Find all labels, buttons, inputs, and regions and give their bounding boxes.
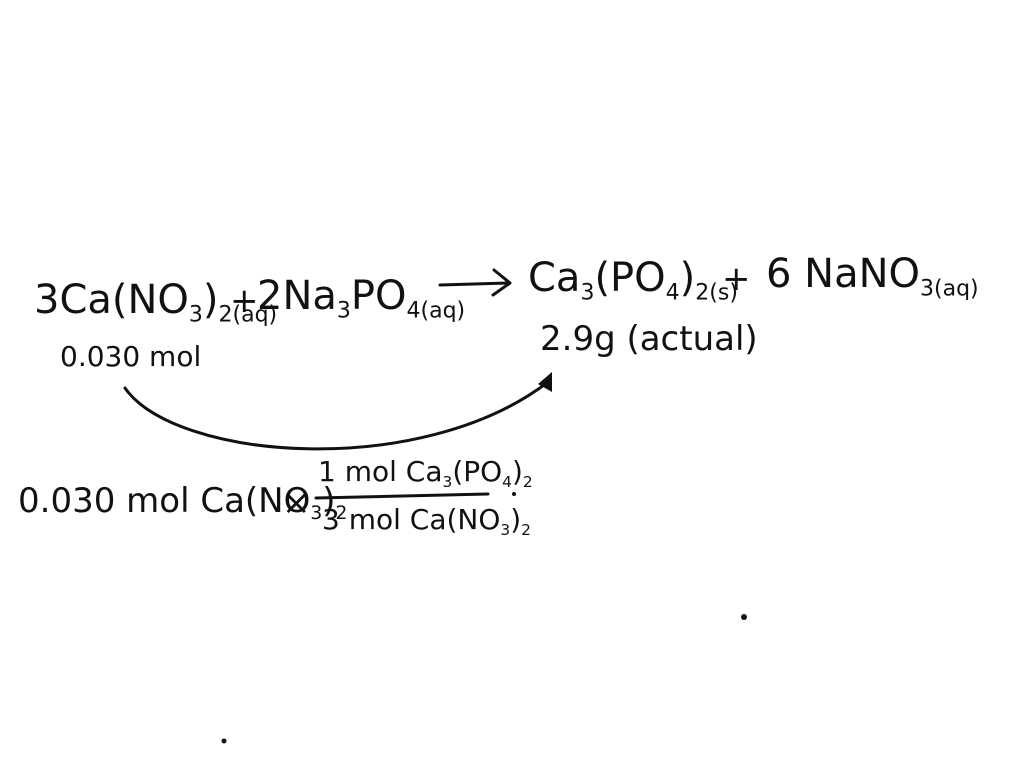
formula: Ca(NO — [200, 481, 311, 521]
subscript: 3 — [920, 276, 935, 302]
formula-part: PO — [350, 273, 407, 319]
plus-sign: + — [722, 259, 751, 299]
bracket: ) — [322, 481, 336, 521]
product-calcium-phosphate: Ca3(PO4)2(s) — [528, 258, 738, 304]
subscript: 3 — [442, 472, 453, 491]
coefficient: 6 — [766, 251, 792, 297]
bracket: ) — [202, 277, 219, 323]
reactant-calcium-nitrate: 3Ca(NO3)2(aq) — [34, 280, 277, 326]
curved-arrowhead — [538, 372, 552, 392]
subscript: 4 — [502, 472, 512, 491]
numerator-text: 1 mol Ca — [318, 455, 443, 488]
actual-mass-annotation: 2.9g (actual) — [540, 319, 758, 359]
state-label: (aq) — [934, 276, 979, 302]
calculation-lhs: 0.030 mol Ca(NO3)2 — [18, 484, 347, 524]
moles-annotation: 0.030 mol — [60, 340, 202, 373]
subscript: 2 — [695, 280, 710, 306]
formula: Na — [282, 273, 337, 319]
subscript: 3 — [188, 302, 203, 328]
plus-sign: + — [230, 281, 259, 321]
fraction-numerator: 1 mol Ca3(PO4)2 — [318, 458, 533, 490]
stray-dot — [741, 614, 747, 620]
formula: NaNO — [804, 251, 921, 297]
curved-conversion-arrow — [123, 380, 550, 451]
stray-dot — [221, 738, 227, 744]
state-label: (s) — [709, 280, 738, 306]
state-label: (aq) — [232, 302, 278, 328]
state-label: (aq) — [420, 298, 466, 324]
denominator-text: 3 mol Ca(NO — [322, 503, 501, 536]
subscript: 4 — [665, 280, 680, 306]
times-sign: × — [282, 483, 311, 523]
subscript: 3 — [336, 298, 351, 324]
product-sodium-nitrate: 6 NaNO3(aq) — [766, 254, 979, 300]
fraction-denominator: 3 mol Ca(NO3)2 — [322, 506, 531, 538]
formula-part: (PO — [594, 255, 666, 301]
bracket: ) — [510, 503, 522, 536]
subscript: 2 — [521, 520, 531, 539]
reaction-arrowhead — [491, 268, 512, 297]
coefficient: 3 — [34, 277, 60, 323]
amount: 0.030 mol — [18, 481, 190, 521]
bracket: ) — [679, 255, 696, 301]
subscript: 3 — [500, 520, 511, 539]
reaction-arrow — [438, 281, 510, 287]
bracket: ) — [511, 455, 523, 488]
fraction-bar — [314, 492, 490, 500]
subscript: 2 — [335, 503, 348, 525]
subscript: 2 — [522, 472, 533, 491]
reactant-sodium-phosphate: 2Na3PO4(aq) — [257, 276, 465, 322]
subscript: 3 — [580, 280, 595, 306]
stray-mark — [512, 492, 516, 496]
formula: Ca(NO — [59, 277, 189, 323]
formula: Ca — [528, 255, 581, 301]
subscript: 3 — [310, 503, 323, 525]
formula-part: (PO — [452, 455, 503, 488]
subscript: 4 — [406, 298, 421, 324]
subscript: 2 — [218, 302, 233, 328]
coefficient: 2 — [257, 273, 283, 319]
